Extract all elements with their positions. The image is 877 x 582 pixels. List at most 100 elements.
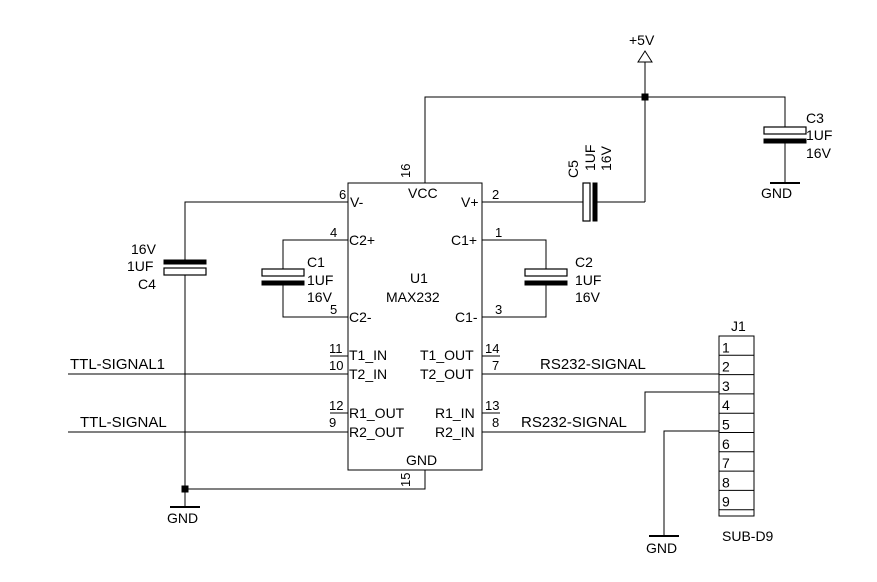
pin-r1in-num: 13 (485, 398, 499, 413)
c1-plate-bottom (261, 280, 305, 286)
pin-c1p-num: 1 (495, 225, 502, 240)
c4-plate-bottom (163, 267, 207, 276)
gnd-label-c3: GND (761, 185, 792, 201)
c4-plate-top (163, 259, 207, 265)
gnd-symbol-j1: GND (646, 535, 679, 556)
j1-pin-9: 9 (722, 494, 730, 510)
c5-plate-left (582, 182, 591, 222)
pin-r1out-num: 12 (329, 398, 343, 413)
c2-plate-bottom (524, 280, 568, 286)
gnd-symbol-left: GND (167, 506, 200, 526)
c5-plate-right (592, 182, 598, 222)
pin-t2out-label: T2_OUT (420, 366, 474, 382)
pin-r2in-label: R2_IN (435, 424, 475, 440)
pin-t1out-label: T1_OUT (420, 347, 474, 363)
pin-c2p-num: 4 (330, 225, 337, 240)
capacitor-c3: C3 1UF 16V (763, 110, 832, 161)
pin-t1in-num: 11 (329, 341, 343, 356)
wires (68, 62, 786, 536)
pin-c2m-num: 5 (330, 302, 337, 317)
pin-t1in-label: T1_IN (349, 347, 387, 363)
junction-vcc (641, 93, 649, 101)
capacitor-c2: C2 1UF 16V (524, 254, 601, 305)
pin-r1in-label: R1_IN (435, 405, 475, 421)
pin-c1m-num: 3 (495, 302, 502, 317)
j1-pin-4: 4 (722, 397, 730, 413)
c2-value: 1UF (575, 272, 601, 288)
c2-ref: C2 (575, 254, 593, 270)
pin-c1p-label: C1+ (451, 232, 477, 248)
pin-gnd-num: 15 (398, 473, 413, 487)
ic-part: MAX232 (386, 289, 440, 305)
c5-voltage: 16V (598, 145, 614, 171)
vcc-arrow-icon (637, 50, 653, 63)
c5-value: 1UF (582, 145, 598, 171)
ic-body (347, 182, 483, 471)
c1m-wire (482, 284, 547, 318)
gnd-symbol-c3: GND (761, 182, 800, 201)
ic-u1: U1 MAX232 VCC 16 V- 6 V+ 2 C2+ 4 C2- 5 C… (329, 164, 502, 487)
pin-vplus-label: V+ (461, 194, 479, 210)
pin-vminus-num: 6 (339, 187, 346, 202)
c1-value: 1UF (307, 272, 333, 288)
junction-gnd (181, 485, 189, 493)
pin-t2in-label: T2_IN (349, 366, 387, 382)
vminus-wire (184, 201, 348, 260)
c3-plate-top (763, 126, 807, 135)
c3-voltage: 16V (806, 145, 832, 161)
c2p-wire (282, 239, 348, 269)
pin-r2in-num: 8 (492, 415, 499, 430)
pin-c1m-label: C1- (455, 309, 478, 325)
capacitor-c5: C5 1UF 16V (565, 145, 614, 222)
c1-ref: C1 (307, 254, 325, 270)
pin-r2out-num: 9 (329, 415, 336, 430)
c2-voltage: 16V (575, 289, 601, 305)
c4-value: 1UF (127, 258, 153, 274)
pin-t2out-num: 7 (492, 358, 499, 373)
j1-part: SUB-D9 (722, 528, 774, 544)
j1-body (718, 335, 755, 517)
pin-vcc-num: 16 (398, 164, 413, 178)
j1-pin-6: 6 (722, 436, 730, 452)
c3-ref: C3 (806, 110, 824, 126)
c4-ref: C4 (138, 276, 156, 292)
c3-value: 1UF (806, 127, 832, 143)
pin-t1out-num: 14 (485, 341, 499, 356)
gnd-label-j1: GND (646, 540, 677, 556)
j1-pin-3: 3 (722, 378, 730, 394)
pin-c2p-label: C2+ (349, 232, 375, 248)
net-rs232-signal-2: RS232-SIGNAL (521, 414, 627, 431)
c5-ref: C5 (565, 160, 581, 178)
c4-voltage: 16V (131, 241, 157, 257)
c3-plate-bottom (763, 138, 807, 144)
pin-r2out-label: R2_OUT (349, 424, 405, 440)
gnd-label-left: GND (167, 510, 198, 526)
j1-pin-5: 5 (722, 417, 730, 433)
c2m-wire (282, 284, 348, 318)
j1-pin-2: 2 (722, 359, 730, 375)
pin-r1out-label: R1_OUT (349, 405, 405, 421)
pin-vcc-label: VCC (408, 185, 438, 201)
j1-pin-1: 1 (722, 339, 730, 355)
pin-gnd-label: GND (406, 452, 437, 468)
rs2-wire (482, 391, 719, 433)
j1-gnd-wire (663, 430, 719, 536)
ic-gnd-wire (185, 470, 426, 490)
net-ttl-signal: TTL-SIGNAL (80, 414, 167, 431)
pin-vplus-num: 2 (492, 187, 499, 202)
capacitor-c1: C1 1UF 16V (261, 254, 333, 305)
ic-ref: U1 (410, 270, 428, 286)
c2-plate-top (524, 268, 568, 277)
c1p-wire (482, 239, 547, 269)
vcc-rail-wire (424, 96, 786, 183)
vcc-label: +5V (629, 32, 655, 48)
pin-vminus-label: V- (350, 194, 364, 210)
junctions (181, 93, 649, 493)
pin-t2in-num: 10 (329, 358, 343, 373)
net-rs232-signal-1: RS232-SIGNAL (540, 356, 646, 373)
c1-voltage: 16V (307, 289, 333, 305)
pin-c2m-label: C2- (349, 309, 372, 325)
j1-pin-8: 8 (722, 474, 730, 490)
j1-ref: J1 (731, 318, 746, 334)
